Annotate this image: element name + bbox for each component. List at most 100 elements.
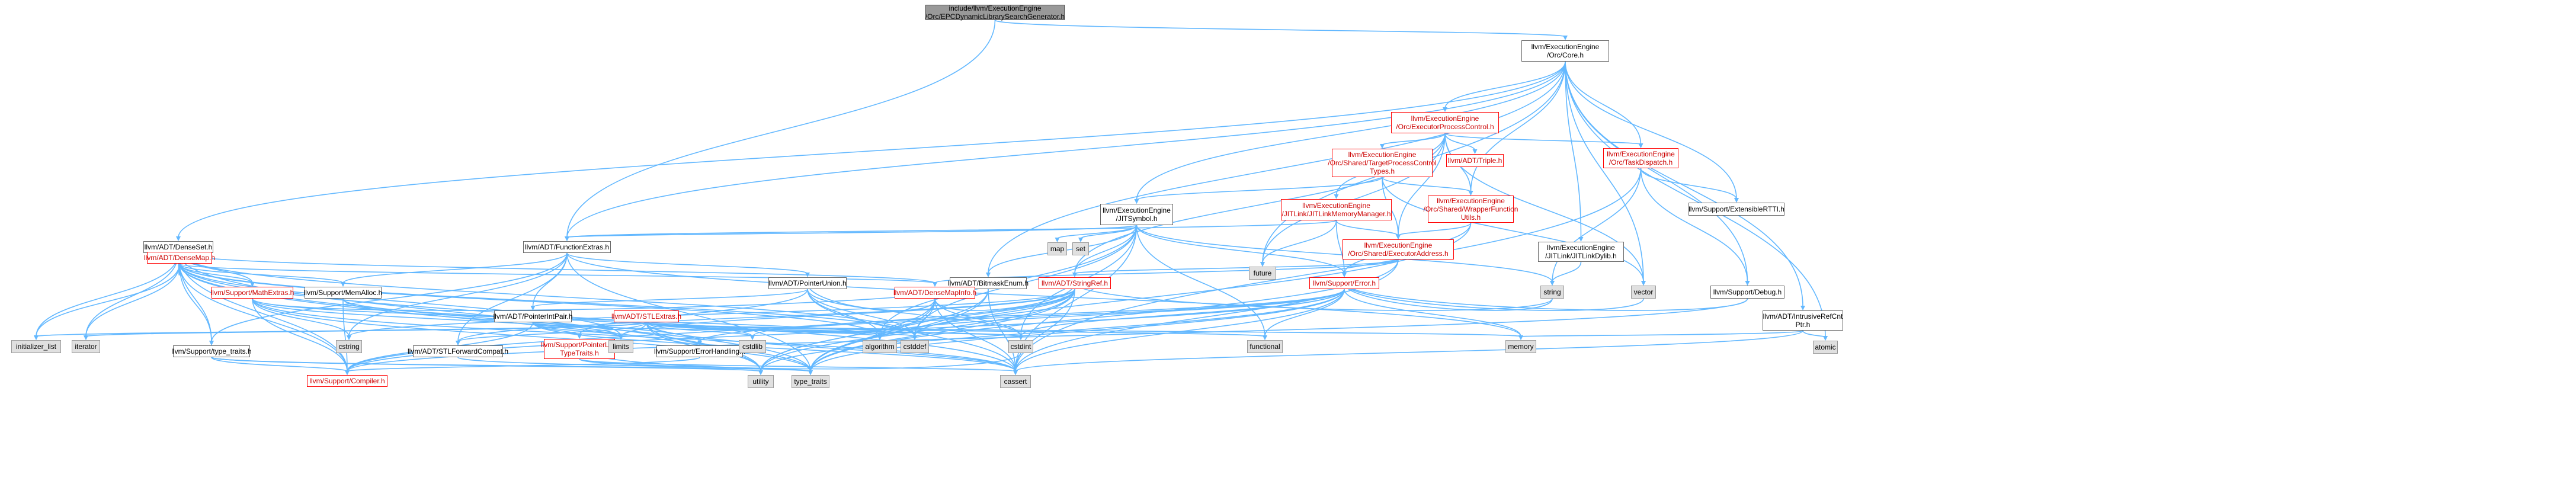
- edge-core-taskdisp: [1565, 61, 1642, 145]
- edge-stlextras-memory: [646, 322, 1521, 337]
- node-densemap[interactable]: llvm/ADT/DenseMap.h: [144, 252, 215, 264]
- node-stlfwd[interactable]: llvm/ADT/STLForwardCompat.h: [408, 345, 508, 357]
- edge-fnextras-typetraits_h: [211, 252, 568, 342]
- edge-stlextras-limits: [620, 322, 647, 337]
- edge-arrowhead: [1072, 273, 1077, 277]
- edge-ptrunion-cassert: [807, 289, 1016, 372]
- node-utility[interactable]: utility: [748, 375, 774, 388]
- edge-arrowhead: [1334, 194, 1339, 199]
- edge-error-vector: [1344, 283, 1644, 311]
- node-intrusive[interactable]: llvm/ADT/IntrusiveRefCnt Ptr.h: [1763, 310, 1843, 331]
- edge-arrowhead: [1745, 281, 1750, 286]
- node-set[interactable]: set: [1072, 242, 1089, 255]
- edge-error-type_traits: [810, 289, 1345, 372]
- node-triple[interactable]: llvm/ADT/Triple.h: [1446, 154, 1504, 167]
- edge-execaddr-cassert: [1015, 259, 1399, 372]
- edge-mathextras-cassert: [252, 298, 1016, 372]
- edge-jitlinkmm-future: [1262, 220, 1337, 264]
- edge-jitlinkmm-execaddr: [1335, 220, 1399, 236]
- node-taskdisp[interactable]: llvm/ExecutionEngine /Orc/TaskDispatch.h: [1603, 148, 1678, 168]
- edge-arrowhead: [619, 335, 623, 340]
- edge-densemap-initlist: [36, 263, 180, 337]
- node-wrapper[interactable]: llvm/ExecutionEngine /Orc/Shared/Wrapper…: [1423, 196, 1518, 223]
- node-stlextras[interactable]: llvm/ADT/STLExtras.h: [611, 310, 681, 322]
- node-jitdylib[interactable]: llvm/ExecutionEngine /JITLink/JITLinkDyl…: [1538, 242, 1624, 262]
- edge-arrowhead: [345, 370, 350, 375]
- edge-arrowhead: [250, 282, 255, 287]
- edge-arrowhead: [1823, 336, 1828, 341]
- node-map[interactable]: map: [1047, 242, 1067, 255]
- node-core[interactable]: llvm/ExecutionEngine /Orc/Core.h: [1521, 40, 1609, 62]
- edge-arrowhead: [805, 273, 810, 277]
- edge-densemap-densemapinfo: [179, 263, 935, 284]
- node-debug[interactable]: llvm/Support/Debug.h: [1710, 286, 1784, 299]
- edge-jitsymbol-map: [1056, 225, 1138, 239]
- edge-arrowhead: [565, 236, 569, 241]
- node-future[interactable]: future: [1249, 267, 1276, 280]
- edge-error-string: [1344, 283, 1553, 311]
- edge-core-atomic: [1565, 61, 1826, 338]
- node-cstring[interactable]: cstring: [336, 340, 362, 353]
- node-denseset[interactable]: llvm/ADT/DenseSet.h: [143, 241, 213, 253]
- edge-denseset-iterator: [85, 252, 179, 337]
- edge-root-fnextras: [566, 20, 996, 238]
- edge-error-memory: [1344, 289, 1521, 337]
- node-fnextras[interactable]: llvm/ADT/FunctionExtras.h: [523, 241, 611, 253]
- edge-stlextras-cstddef: [646, 322, 915, 337]
- node-memory[interactable]: memory: [1505, 340, 1536, 353]
- node-cstddef[interactable]: cstddef: [901, 340, 929, 353]
- node-stringref[interactable]: llvm/ADT/StringRef.h: [1039, 277, 1111, 289]
- edge-arrowhead: [1641, 281, 1646, 286]
- node-extrtti[interactable]: llvm/Support/ExtensibleRTTI.h: [1689, 203, 1784, 216]
- edge-jitsymbol-set: [1080, 225, 1138, 239]
- node-bitmask[interactable]: llvm/ADT/BitmaskEnum.h: [948, 277, 1029, 289]
- node-densemapinfo[interactable]: llvm/ADT/DenseMapInfo.h: [893, 287, 976, 299]
- node-error[interactable]: llvm/Support/Error.h: [1309, 277, 1379, 289]
- node-type_traits[interactable]: type_traits: [792, 375, 829, 388]
- edge-core-vector: [1565, 61, 1644, 283]
- node-jitsymbol[interactable]: llvm/ExecutionEngine /JITSymbol.h: [1100, 204, 1173, 225]
- node-errorhandling[interactable]: llvm/Support/ErrorHandling.h: [654, 345, 745, 357]
- edge-stlextras-stlfwd: [457, 322, 647, 342]
- node-limits[interactable]: limits: [608, 340, 633, 353]
- node-cstdint[interactable]: cstdint: [1008, 340, 1033, 353]
- node-compiler[interactable]: llvm/Support/Compiler.h: [307, 375, 387, 387]
- edge-stlextras-cstdint: [646, 322, 1021, 337]
- edge-typetraits_h-compiler: [211, 357, 348, 372]
- edge-error-functional: [1264, 289, 1345, 337]
- node-iterator[interactable]: iterator: [72, 340, 100, 353]
- edge-arrowhead: [1468, 191, 1473, 196]
- edge-arrowhead: [758, 370, 763, 375]
- node-algorithm[interactable]: algorithm: [863, 340, 897, 353]
- node-ptrliketypetraits[interactable]: llvm/Support/PointerLike TypeTraits.h: [541, 339, 618, 359]
- node-string[interactable]: string: [1540, 286, 1564, 299]
- node-ptrunion[interactable]: llvm/ADT/PointerUnion.h: [768, 277, 847, 289]
- edge-arrowhead: [84, 335, 88, 340]
- node-typetraits_h[interactable]: llvm/Support/type_traits.h: [171, 345, 252, 357]
- node-tpctypes[interactable]: llvm/ExecutionEngine /Orc/Shared/TargetP…: [1328, 149, 1437, 177]
- node-cstdlib[interactable]: cstdlib: [739, 340, 766, 353]
- node-functional[interactable]: functional: [1247, 340, 1283, 353]
- node-jitlinkmm[interactable]: llvm/ExecutionEngine /JITLink/JITLinkMem…: [1281, 199, 1392, 220]
- node-execaddr[interactable]: llvm/ExecutionEngine /Orc/Shared/Executo…: [1343, 239, 1454, 259]
- edge-root-core: [994, 20, 1566, 37]
- node-cassert[interactable]: cassert: [1000, 375, 1031, 388]
- edge-tpctypes-vector: [1382, 177, 1644, 283]
- node-ptrintpair[interactable]: llvm/ADT/PointerIntPair.h: [493, 310, 573, 322]
- node-initlist[interactable]: initializer_list: [11, 340, 61, 353]
- edge-arrowhead: [1380, 144, 1385, 149]
- edge-denseset-densemapinfo: [178, 252, 935, 284]
- node-epc[interactable]: llvm/ExecutionEngine /Orc/ExecutorProces…: [1391, 112, 1499, 133]
- node-memalloc[interactable]: llvm/Support/MemAlloc.h: [304, 287, 382, 299]
- edge-arrowhead: [877, 335, 882, 340]
- node-vector[interactable]: vector: [1631, 286, 1656, 299]
- edge-core-intrusive: [1565, 61, 1803, 307]
- node-root[interactable]: include/llvm/ExecutionEngine /Orc/EPCDyn…: [925, 4, 1065, 21]
- node-atomic[interactable]: atomic: [1813, 341, 1838, 354]
- node-mathextras[interactable]: llvm/Support/MathExtras.h: [211, 287, 294, 299]
- edge-stringref-cstring: [348, 289, 1075, 337]
- edge-jitsymbol-fnextras: [566, 225, 1138, 238]
- edge-arrowhead: [933, 282, 937, 287]
- edge-error-cstdint: [1020, 289, 1345, 337]
